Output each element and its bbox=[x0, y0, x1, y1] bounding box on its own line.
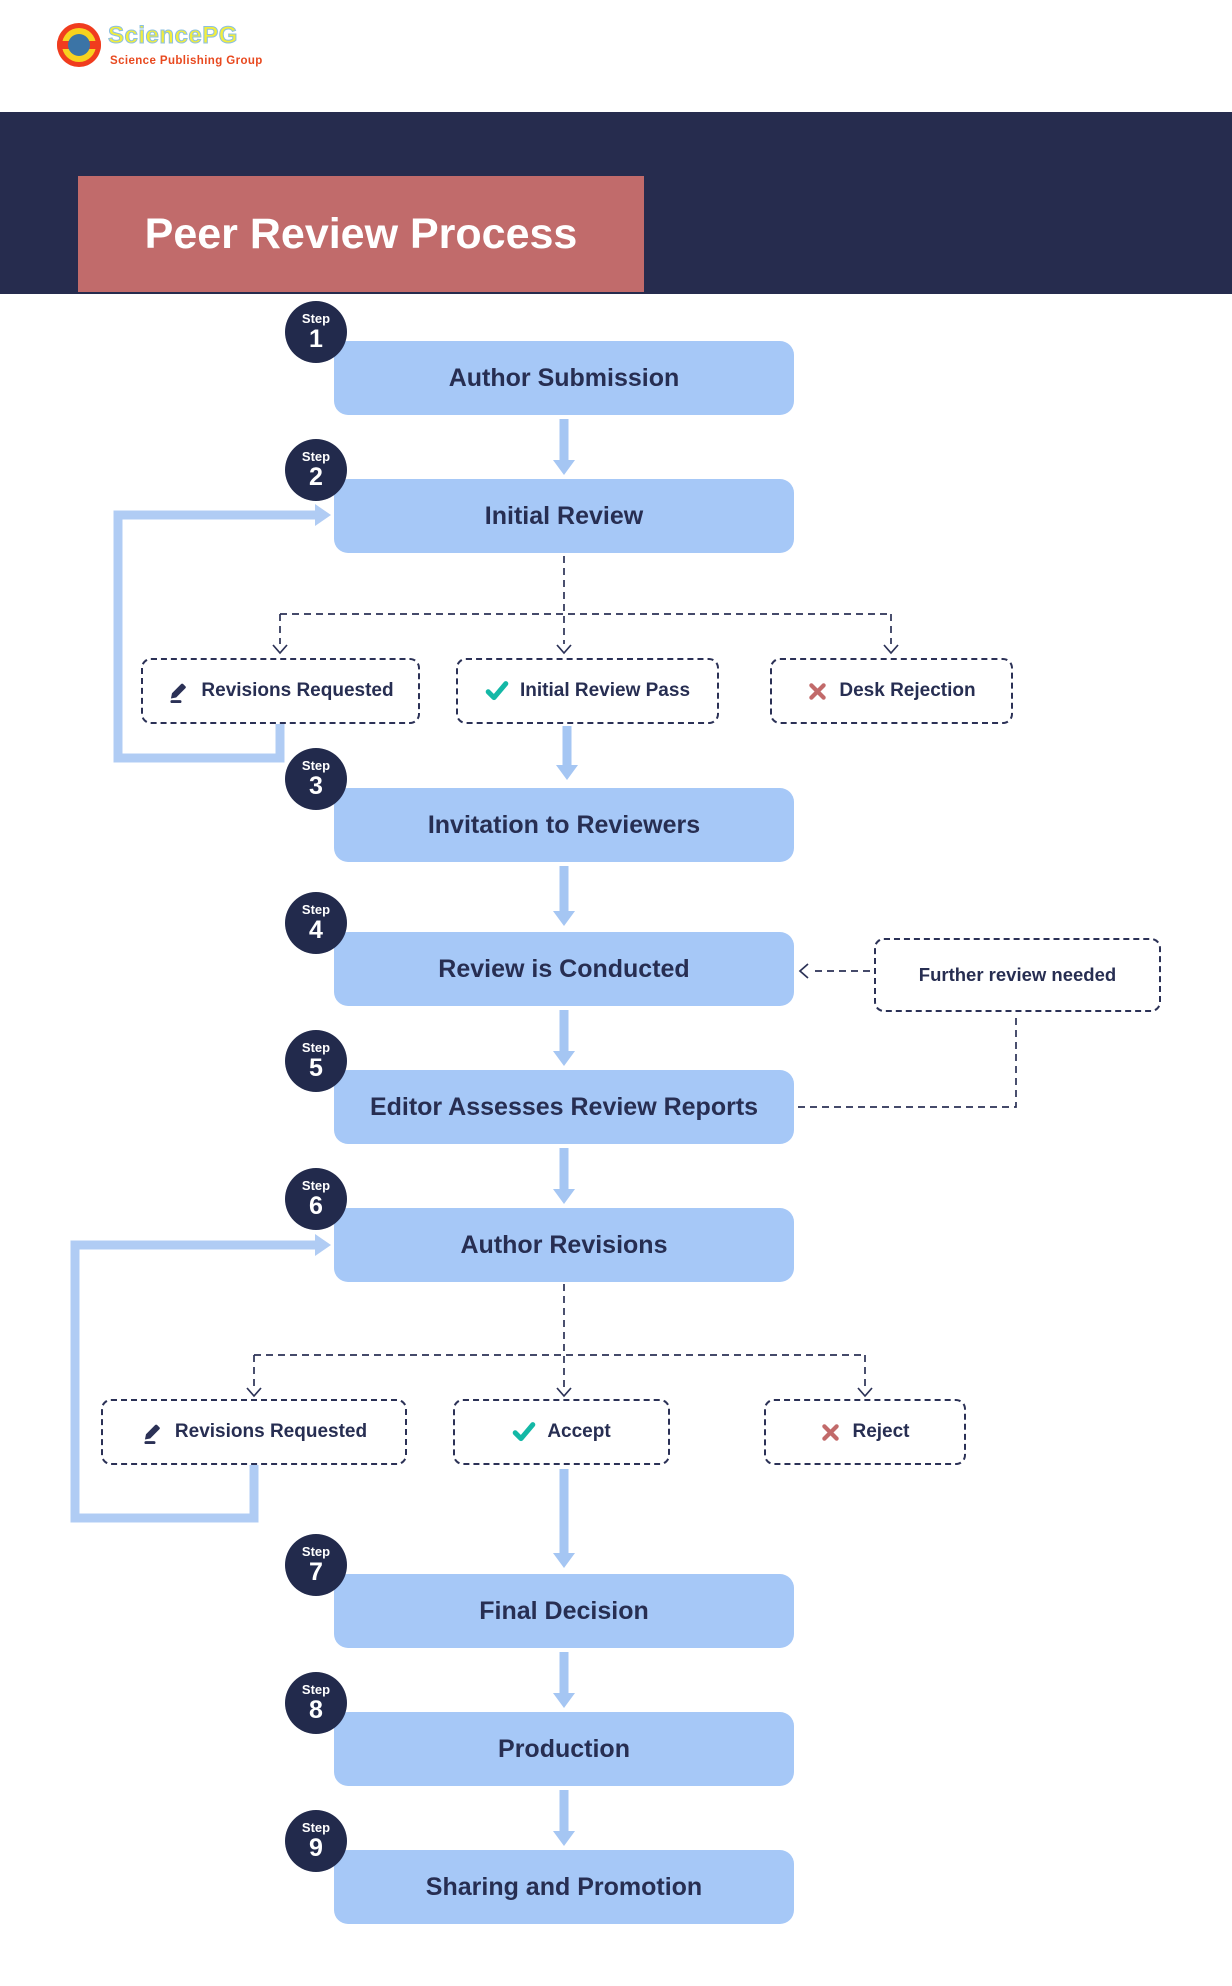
sciencepg-logo-icon bbox=[57, 23, 101, 67]
step-9-box: Sharing and Promotion bbox=[334, 1850, 794, 1924]
dashed-connectors bbox=[253, 556, 1017, 1387]
loop-arrowheads bbox=[315, 504, 331, 1256]
solid-arrows bbox=[559, 419, 572, 1832]
pencil-icon bbox=[170, 683, 187, 703]
branch-accept: Accept bbox=[453, 1399, 670, 1465]
step-4-box: Review is Conducted bbox=[334, 932, 794, 1006]
page-title: Peer Review Process bbox=[144, 209, 578, 258]
step-8-box: Production bbox=[334, 1712, 794, 1786]
step-7-box: Final Decision bbox=[334, 1574, 794, 1648]
branch-revisions-requested-1: Revisions Requested bbox=[141, 658, 420, 724]
step-6-box: Author Revisions bbox=[334, 1208, 794, 1282]
branch-desk-rejection: Desk Rejection bbox=[770, 658, 1013, 724]
brand-tagline: Science Publishing Group bbox=[110, 55, 263, 67]
branch-initial-review-pass: Initial Review Pass bbox=[456, 658, 719, 724]
step-5-box: Editor Assesses Review Reports bbox=[334, 1070, 794, 1144]
page-title-box: Peer Review Process bbox=[78, 176, 644, 292]
pencil-icon bbox=[144, 1424, 160, 1444]
feedback-loops bbox=[70, 510, 316, 1523]
branch-revisions-requested-2: Revisions Requested bbox=[101, 1399, 407, 1465]
check-icon bbox=[485, 681, 509, 701]
logo-bar: SciencePG Science Publishing Group bbox=[0, 0, 1232, 112]
step-1-box: Author Submission bbox=[334, 341, 794, 415]
cross-icon bbox=[822, 1423, 840, 1441]
further-review-note: Further review needed bbox=[874, 938, 1161, 1012]
branch-reject: Reject bbox=[764, 1399, 966, 1465]
check-icon bbox=[513, 1422, 536, 1442]
dashed-arrowheads bbox=[246, 644, 899, 1398]
step-3-box: Invitation to Reviewers bbox=[334, 788, 794, 862]
step-2-box: Initial Review bbox=[334, 479, 794, 553]
cross-icon bbox=[809, 682, 827, 700]
solid-arrowheads bbox=[553, 460, 578, 1846]
brand-name: SciencePG bbox=[108, 22, 238, 50]
